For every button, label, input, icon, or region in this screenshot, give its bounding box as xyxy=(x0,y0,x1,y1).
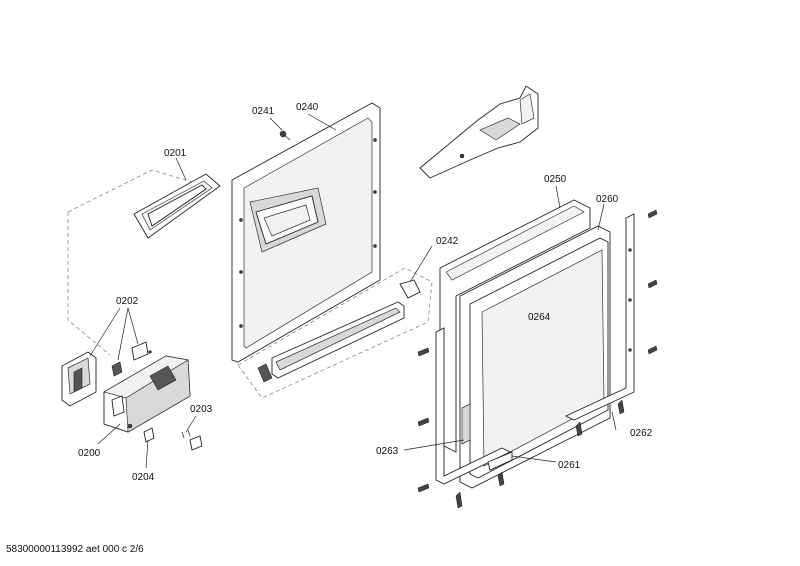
screws-right xyxy=(575,209,658,437)
leader-lines xyxy=(89,113,617,469)
label-0250: 0250 xyxy=(544,174,567,185)
part-0250-outer-door-panel xyxy=(439,199,591,453)
part-0263-left-rail xyxy=(435,327,512,485)
label-0241: 0241 xyxy=(252,106,275,117)
part-0261-bottom-rail xyxy=(487,451,513,471)
label-0204: 0204 xyxy=(132,472,155,483)
part-0200-control-module xyxy=(103,355,191,433)
part-control-panel-cover xyxy=(61,351,97,407)
part-0202-small-parts xyxy=(111,341,152,377)
label-0260: 0260 xyxy=(596,194,619,205)
part-0262-side-rail xyxy=(564,213,635,421)
label-0240: 0240 xyxy=(296,102,319,113)
label-0203: 0203 xyxy=(190,404,213,415)
label-0242: 0242 xyxy=(436,236,459,247)
part-0241-screw xyxy=(279,130,291,141)
part-0201-gasket-frame xyxy=(133,173,221,239)
label-0200: 0200 xyxy=(78,448,101,459)
label-0262: 0262 xyxy=(630,428,653,439)
part-0203-fasteners xyxy=(181,429,203,451)
part-hinge-bracket xyxy=(419,85,539,179)
part-0240-inner-door-panel xyxy=(231,102,381,363)
label-0201: 0201 xyxy=(164,148,187,159)
label-0263: 0263 xyxy=(376,446,399,457)
label-0202: 0202 xyxy=(116,296,139,307)
screws-left xyxy=(417,347,505,509)
part-0242-hinge-trim xyxy=(257,279,421,383)
label-0264: 0264 xyxy=(528,312,551,323)
part-0204-clip xyxy=(143,427,155,443)
document-id: 58300000113992 aet 000 c 2/6 xyxy=(6,544,144,555)
label-0261: 0261 xyxy=(558,460,581,471)
